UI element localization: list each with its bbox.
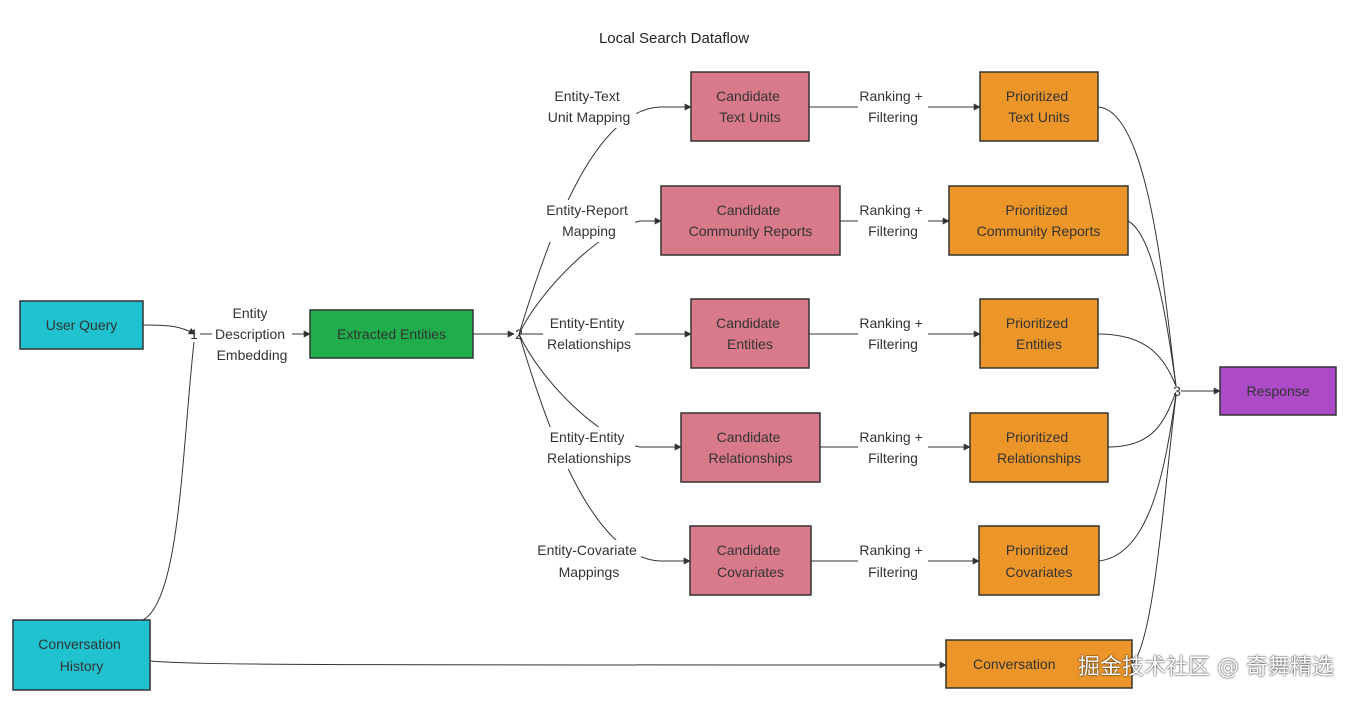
- edge-label-entity-text-unit-mapping: Entity-Text Unit Mapping: [548, 88, 631, 125]
- svg-text:Prioritized Text Units: Prioritized Text Units: [1006, 88, 1072, 125]
- svg-text:Response: Response: [1246, 383, 1309, 399]
- svg-text:Prioritized Entities: Prioritized Entities: [1006, 315, 1072, 352]
- edge-prioritized-relationships-to-j3: [1107, 391, 1177, 448]
- node-response: Response: [1219, 366, 1337, 416]
- edge-label-ranking-filtering-3: Ranking + Filtering: [859, 315, 926, 352]
- node-prioritized-text-units: Prioritized Text Units: [979, 71, 1099, 142]
- svg-text:Prioritized Community: Prioritized Community Reports: [977, 202, 1101, 239]
- edge-label-entity-report-mapping: Entity-Report Mapping: [546, 202, 632, 239]
- node-conversation: Conversation: [945, 639, 1133, 689]
- junctions: 1 2 3: [190, 326, 1181, 399]
- svg-text:Conversation History: Conversation History: [38, 636, 124, 674]
- node-prioritized-entities: Prioritized Entities: [979, 298, 1099, 369]
- node-candidate-relationships: Candidate Relationships: [680, 412, 821, 483]
- edge-label-entity-entity-relationships-2: Entity-Entity Relationships: [547, 429, 631, 466]
- svg-text:User Query: User Query: [46, 317, 118, 333]
- edge-prioritized-community-reports-to-j3: [1127, 220, 1177, 387]
- svg-text:Candidate Community Re: Candidate Community Reports: [689, 202, 813, 239]
- edge-label-entity-covariate-mappings: Entity-Covariate Mappings: [537, 542, 640, 580]
- edge-label-entity-description-embedding: Entity Description Embedding: [215, 305, 289, 363]
- junction-2: 2: [515, 326, 523, 342]
- svg-text:Candidate Covariates: Candidate Covariates: [717, 542, 785, 580]
- svg-text:Conversation: Conversation: [973, 656, 1056, 672]
- svg-text:Candidate Text Units: Candidate Text Units: [716, 88, 784, 125]
- edge-history-to-conversation: [149, 660, 947, 669]
- node-user-query: User Query: [19, 300, 144, 350]
- svg-text:Prioritized Covariates: Prioritized Covariates: [1006, 542, 1073, 580]
- node-prioritized-community-reports: Prioritized Community Reports: [948, 185, 1129, 256]
- node-candidate-text-units: Candidate Text Units: [690, 71, 810, 142]
- node-prioritized-relationships: Prioritized Relationships: [969, 412, 1109, 483]
- edge-label-entity-entity-relationships-1: Entity-Entity Relationships: [547, 315, 631, 352]
- edge-conversation-history-to-j1: [142, 341, 195, 621]
- nodes: User Query Conversation History Extracte…: [12, 71, 1337, 691]
- edge-label-ranking-filtering-4: Ranking + Filtering: [859, 429, 926, 466]
- edge-label-ranking-filtering-1: Ranking + Filtering: [859, 88, 926, 125]
- node-candidate-entities: Candidate Entities: [690, 298, 810, 369]
- edge-j2-to-candidate-covariates: [518, 333, 691, 565]
- junction-3: 3: [1173, 383, 1181, 399]
- edge-user-query-to-j1: [142, 324, 196, 335]
- svg-text:Candidate Entities: Candidate Entities: [716, 315, 784, 352]
- junction-1: 1: [190, 326, 198, 342]
- diagram-title: Local Search Dataflow: [599, 30, 749, 47]
- node-prioritized-covariates: Prioritized Covariates: [978, 525, 1100, 596]
- edge-conversation-to-j3: [1131, 395, 1177, 666]
- edge-prioritized-text-units-to-j3: [1097, 106, 1177, 387]
- node-conversation-history: Conversation History: [12, 619, 151, 691]
- edge-prioritized-entities-to-j3: [1097, 333, 1177, 387]
- edge-label-ranking-filtering-5: Ranking + Filtering: [859, 542, 926, 580]
- edge-prioritized-covariates-to-j3: [1098, 393, 1177, 562]
- watermark: 掘金技术社区 @ 奇舞精选: [1078, 655, 1334, 680]
- node-candidate-community-reports: Candidate Community Reports: [660, 185, 841, 256]
- svg-text:Candidate Relationship: Candidate Relationships: [708, 429, 792, 466]
- node-candidate-covariates: Candidate Covariates: [689, 525, 812, 596]
- edge-label-ranking-filtering-2: Ranking + Filtering: [859, 202, 926, 239]
- svg-text:Prioritized Relationsh: Prioritized Relationships: [997, 429, 1081, 466]
- edge-j2-to-candidate-text-units: [518, 103, 692, 335]
- node-extracted-entities: Extracted Entities: [309, 309, 474, 359]
- edge-labels: Entity Description Embedding Entity-Text…: [212, 86, 928, 582]
- svg-text:Extracted Entities: Extracted Entities: [337, 326, 446, 342]
